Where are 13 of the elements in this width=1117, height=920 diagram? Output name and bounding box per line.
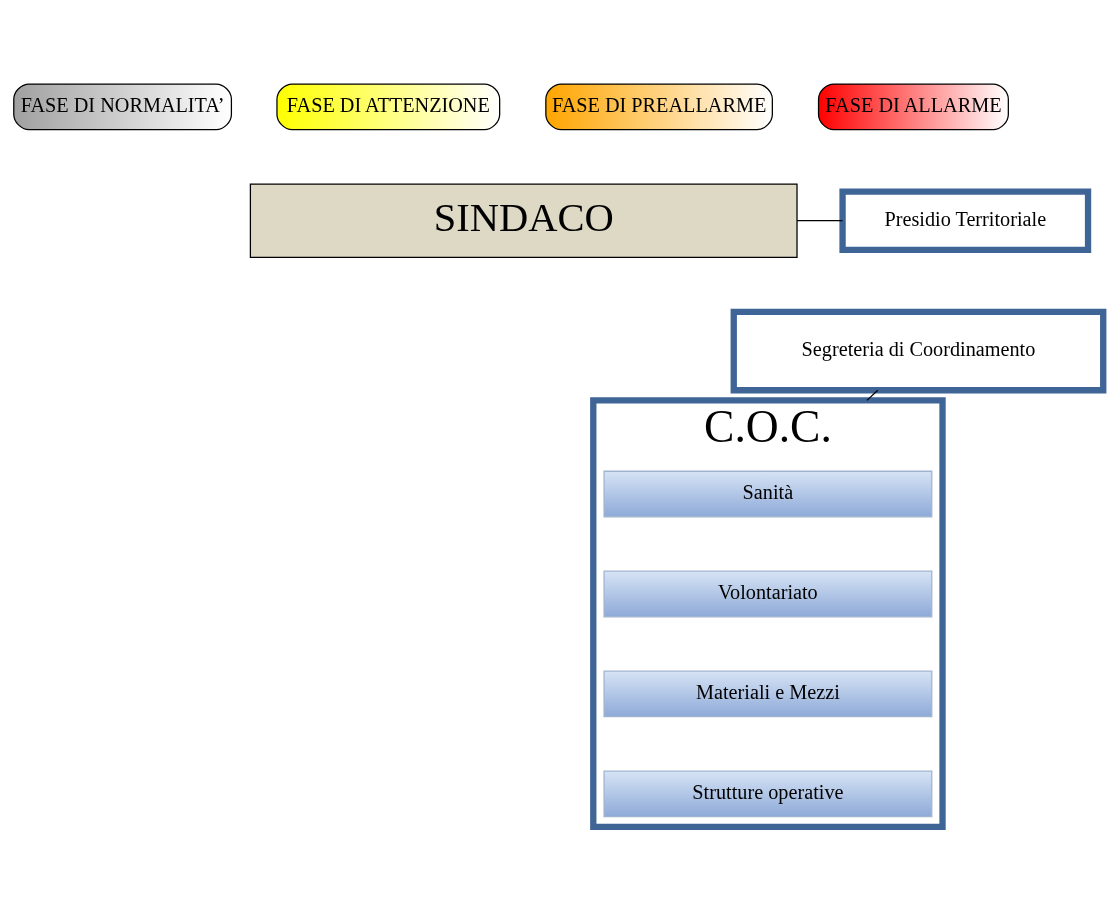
node-box: FASE DI ATTENZIONE — [276, 82, 501, 130]
node-box: Materiali e Mezzi — [603, 670, 933, 717]
node-box: Segreteria di Coordinamento — [730, 308, 1107, 393]
connector — [866, 389, 879, 401]
node-box: FASE DI ALLARME — [817, 82, 1009, 130]
node-box: Volontariato — [603, 570, 933, 617]
node-box: FASE DI NORMALITA’ — [13, 82, 233, 130]
node-box: Presidio Territoriale — [839, 187, 1092, 253]
node-box: SINDACO — [249, 182, 798, 258]
node-box: FASE DI PREALLARME — [545, 82, 773, 130]
node-box: Sanità — [603, 470, 933, 517]
connector — [796, 219, 844, 221]
node-box: Strutture operative — [603, 770, 933, 817]
